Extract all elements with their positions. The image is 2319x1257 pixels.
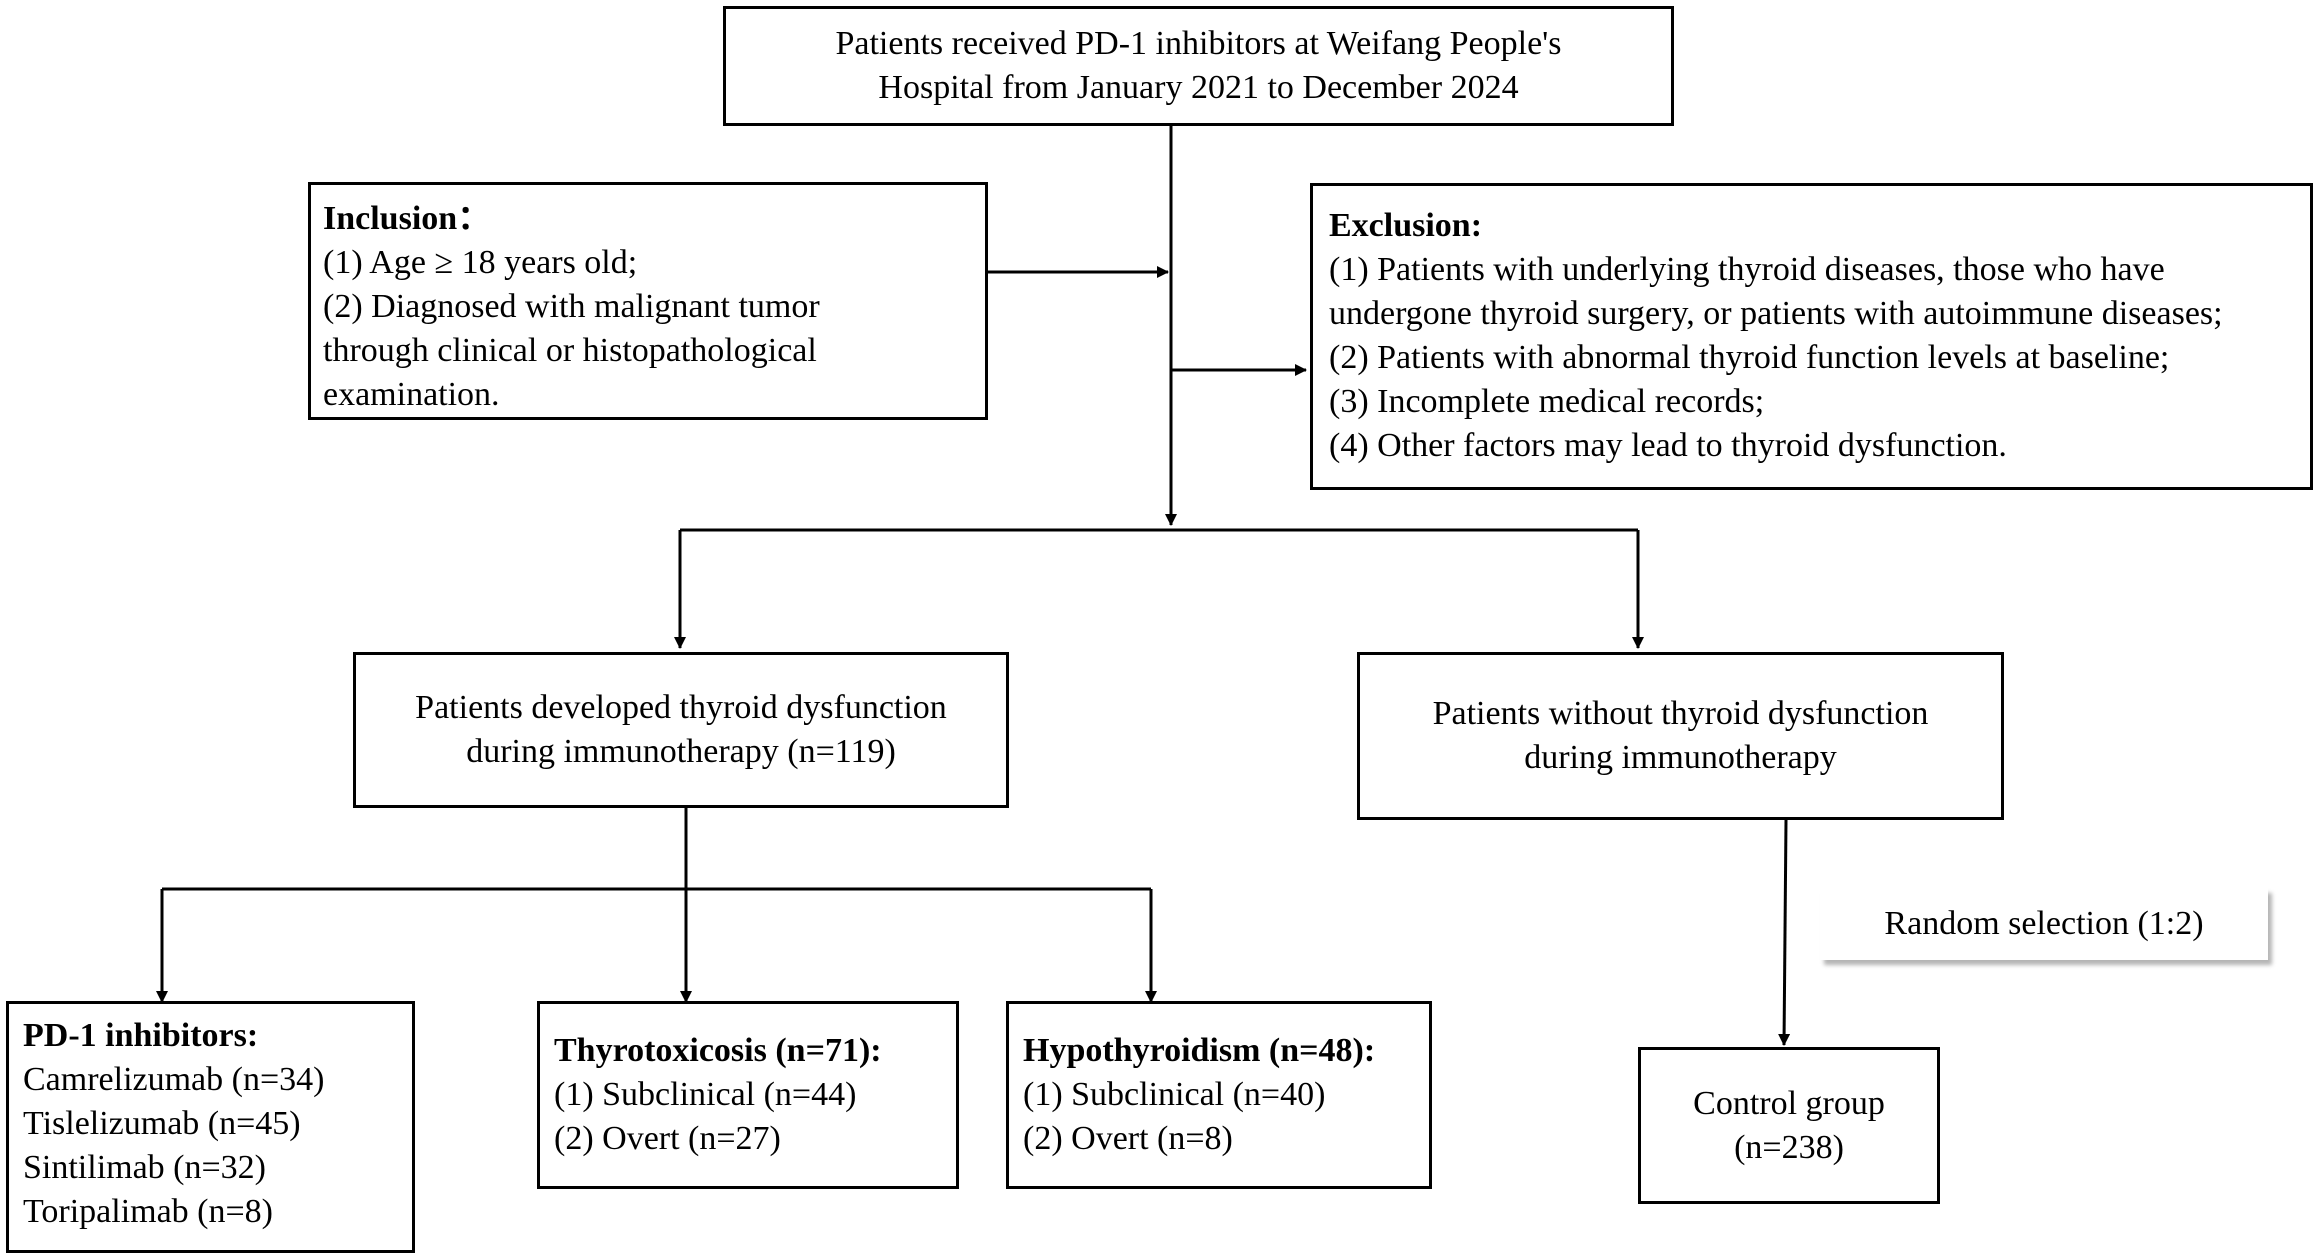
pd1-line-1: Camrelizumab (n=34): [23, 1061, 325, 1098]
inclusion-line-4: examination.: [323, 376, 500, 413]
random-selection-label: Random selection (1:2): [1820, 888, 2268, 960]
exclusion-line-3: (2) Patients with abnormal thyroid funct…: [1329, 339, 2170, 376]
inclusion-line-2: (2) Diagnosed with malignant tumor: [323, 288, 820, 325]
control-arrow: [1778, 819, 1791, 1046]
exclusion-box: Exclusion: (1) Patients with underlying …: [1310, 183, 2313, 490]
pd1-box: PD-1 inhibitors: Camrelizumab (n=34) Tis…: [6, 1001, 415, 1253]
exclusion-line-5: (4) Other factors may lead to thyroid dy…: [1329, 427, 2007, 464]
control-box: Control group (n=238): [1638, 1047, 1940, 1204]
pd1-heading: PD-1 inhibitors:: [23, 1017, 259, 1054]
dysfunction-line-1: Patients developed thyroid dysfunction: [415, 689, 947, 726]
exclusion-line-4: (3) Incomplete medical records;: [1329, 383, 1765, 420]
hypothyroidism-heading: Hypothyroidism (n=48):: [1023, 1032, 1376, 1069]
dysfunction-line-2: during immunotherapy (n=119): [466, 733, 896, 770]
exclusion-line-2: undergone thyroid surgery, or patients w…: [1329, 295, 2223, 332]
thyrotoxicosis-line-2: (2) Overt (n=27): [554, 1120, 781, 1157]
thyrotoxicosis-box: Thyrotoxicosis (n=71): (1) Subclinical (…: [537, 1001, 959, 1189]
inclusion-line-1: (1) Age ≥ 18 years old;: [323, 244, 638, 281]
hypothyroidism-line-1: (1) Subclinical (n=40): [1023, 1076, 1326, 1113]
pd1-line-4: Toripalimab (n=8): [23, 1193, 274, 1230]
source-box: Patients received PD-1 inhibitors at Wei…: [723, 6, 1674, 126]
hypothyroidism-line-2: (2) Overt (n=8): [1023, 1120, 1233, 1157]
pd1-line-3: Sintilimab (n=32): [23, 1149, 266, 1186]
dysfunction-box: Patients developed thyroid dysfunction d…: [353, 652, 1009, 808]
source-line-1: Patients received PD-1 inhibitors at Wei…: [835, 25, 1562, 62]
inclusion-line-3: through clinical or histopathological: [323, 332, 817, 369]
exclusion-heading: Exclusion:: [1329, 207, 1483, 244]
hypothyroidism-box: Hypothyroidism (n=48): (1) Subclinical (…: [1006, 1001, 1432, 1189]
inclusion-heading: Inclusion：: [323, 200, 492, 237]
no-dysfunction-box: Patients without thyroid dysfunction dur…: [1357, 652, 2004, 820]
source-line-2: Hospital from January 2021 to December 2…: [878, 69, 1519, 106]
no-dysfunction-line-2: during immunotherapy: [1524, 739, 1837, 776]
no-dysfunction-line-1: Patients without thyroid dysfunction: [1432, 695, 1929, 732]
control-line-1: Control group: [1693, 1084, 1885, 1122]
thyrotoxicosis-heading: Thyrotoxicosis (n=71):: [554, 1032, 882, 1069]
control-line-2: (n=238): [1734, 1128, 1844, 1166]
exclusion-line-1: (1) Patients with underlying thyroid dis…: [1329, 251, 2165, 288]
pd1-line-2: Tislelizumab (n=45): [23, 1105, 301, 1142]
inclusion-box: Inclusion： (1) Age ≥ 18 years old; (2) D…: [308, 182, 988, 420]
thyrotoxicosis-line-1: (1) Subclinical (n=44): [554, 1076, 857, 1113]
